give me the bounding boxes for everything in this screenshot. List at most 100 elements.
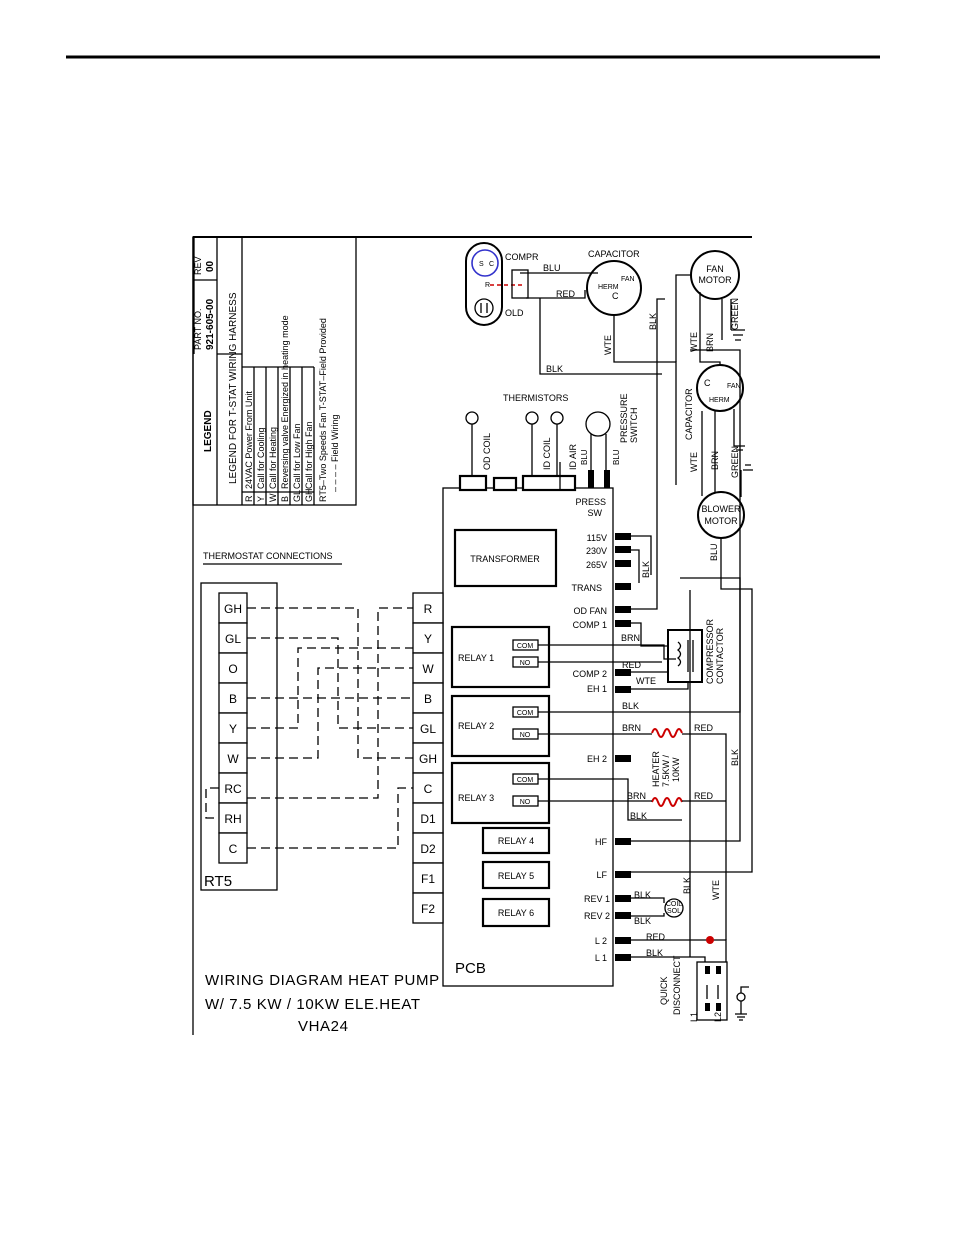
field-wiring <box>247 607 413 849</box>
svg-text:265V: 265V <box>586 560 607 570</box>
compressor-terminal-circle <box>471 249 499 277</box>
pressure-switch: PRESSURE SWITCH BLU BLU <box>580 393 639 470</box>
fan-motor: FAN MOTOR <box>690 250 740 300</box>
quick-disconnect: QUICK DISCONNECT L1 L2 <box>659 955 749 1022</box>
pcb-terminal-w: W <box>422 662 434 676</box>
unit-wiring <box>520 272 753 962</box>
svg-text:PRESS: PRESS <box>575 497 606 507</box>
caption: WIRING DIAGRAM HEAT PUMP W/ 7.5 KW / 10K… <box>205 972 439 1035</box>
legend-desc-gl: Call for Low Fan <box>292 423 302 489</box>
heater-2 <box>651 797 683 807</box>
legend-title: LEGEND <box>203 410 214 452</box>
caption-line-2: W/ 7.5 KW / 10KW ELE.HEAT <box>205 996 421 1013</box>
svg-text:BLK: BLK <box>730 749 740 766</box>
svg-text:WTE: WTE <box>603 335 613 355</box>
svg-text:RELAY 4: RELAY 4 <box>498 836 534 846</box>
svg-text:BLK: BLK <box>648 313 658 330</box>
relay-2: RELAY 2 COM NO <box>450 694 551 758</box>
svg-text:RED: RED <box>694 723 714 733</box>
tstat-terminal-y: Y <box>229 722 237 736</box>
svg-text:L1: L1 <box>689 1012 699 1022</box>
svg-text:BRN: BRN <box>621 633 640 643</box>
thermostat-model: RT5 <box>204 873 232 890</box>
svg-text:BLU: BLU <box>543 263 561 273</box>
svg-text:DISCONNECT: DISCONNECT <box>672 955 682 1015</box>
svg-text:RELAY 1: RELAY 1 <box>458 653 494 663</box>
heater-1 <box>651 728 683 738</box>
svg-text:R: R <box>485 282 490 289</box>
pcb-terminal-c: C <box>424 782 433 796</box>
svg-text:RED: RED <box>694 791 714 801</box>
legend-note-rt5: RT5–Two Speeds Fan T-STAT–Field Provided <box>318 318 328 502</box>
svg-text:FAN: FAN <box>727 383 741 390</box>
svg-text:HERM: HERM <box>598 284 619 291</box>
junction-dot <box>706 936 714 944</box>
id-air-label: ID AIR <box>568 443 578 470</box>
svg-text:115V: 115V <box>587 533 607 543</box>
svg-text:THERMISTORS: THERMISTORS <box>503 393 568 403</box>
tstat-terminal-o: O <box>228 662 237 676</box>
heater-label-3: 10KW <box>671 757 681 782</box>
pcb: PCB R Y W B GL GH C D1 D2 F1 F2 <box>412 470 631 987</box>
relay-1: RELAY 1 COM NO <box>450 625 551 689</box>
svg-text:EH 2: EH 2 <box>587 754 607 764</box>
heater-label-2: 7.5KW / <box>661 754 671 787</box>
svg-text:BRN: BRN <box>627 791 646 801</box>
svg-text:RELAY 6: RELAY 6 <box>498 908 534 918</box>
legend-code-w: W <box>268 493 278 502</box>
svg-text:PRESSURE: PRESSURE <box>619 393 629 443</box>
svg-text:FAN: FAN <box>621 276 635 283</box>
compressor-capacitor: CAPACITOR HERM FAN C <box>586 249 642 316</box>
svg-text:BLK: BLK <box>630 811 647 821</box>
svg-text:OD FAN: OD FAN <box>573 606 607 616</box>
svg-text:L 1: L 1 <box>595 953 607 963</box>
svg-text:BLK: BLK <box>622 701 639 711</box>
tstat-terminal-gl: GL <box>225 632 241 646</box>
caption-line-3: VHA24 <box>298 1018 349 1035</box>
tstat-terminal-c: C <box>229 842 238 856</box>
svg-text:C: C <box>612 291 619 301</box>
legend-subtitle: LEGEND FOR T-STAT WIRING HARNESS <box>228 292 239 484</box>
svg-text:LF: LF <box>596 870 607 880</box>
pcb-right-labels: PRESS SW 115V 230V 265V TRANS OD FAN COM… <box>571 497 610 963</box>
reversing-valve-coil: COIL SOL <box>664 898 684 918</box>
svg-text:MOTOR: MOTOR <box>698 275 732 285</box>
compr-label: COMPR <box>505 252 539 262</box>
svg-text:CAPACITOR: CAPACITOR <box>588 249 640 259</box>
svg-text:RED: RED <box>556 289 576 299</box>
svg-text:SW: SW <box>588 508 603 518</box>
legend-desc-r: 24VAC Power From Unit <box>244 391 254 489</box>
legend: LEGEND LEGEND FOR T-STAT WIRING HARNESS … <box>192 236 357 506</box>
pcb-label: PCB <box>455 960 486 977</box>
thermostat-terminals: GH GL O B Y W RC RH C <box>218 592 248 864</box>
svg-text:NO: NO <box>520 660 531 667</box>
svg-text:TRANS: TRANS <box>571 583 602 593</box>
svg-text:COMP 1: COMP 1 <box>573 620 607 630</box>
legend-code-gl: GL <box>292 490 302 502</box>
thermistors: THERMISTORS OD COIL ID COIL ID AIR <box>465 393 578 476</box>
compressor-contactor: COMPRESSOR CONTACTOR <box>667 618 725 684</box>
od-coil-connector <box>458 474 488 492</box>
wire-labels: BLU RED BLK WTE BLK WTE BRN GREEN WTE BR… <box>543 263 740 958</box>
olp-label: OLD <box>505 308 524 318</box>
legend-code-y: Y <box>256 496 266 502</box>
pcb-terminal-d2: D2 <box>420 842 436 856</box>
svg-text:BLK: BLK <box>682 877 692 894</box>
pcb-terminal-y: Y <box>424 632 432 646</box>
svg-text:COM: COM <box>517 777 534 784</box>
part-no: 921-605-00 <box>205 298 216 350</box>
part-no-label: PART NO. <box>193 308 203 350</box>
spare-connector <box>492 476 518 492</box>
transformer-label: TRANSFORMER <box>470 554 540 564</box>
svg-text:COM: COM <box>517 643 534 650</box>
relay-6: RELAY 6 <box>481 897 551 928</box>
relay-5: RELAY 5 <box>481 860 551 890</box>
svg-text:BLK: BLK <box>634 890 651 900</box>
svg-text:REV 1: REV 1 <box>584 894 610 904</box>
blower-motor: BLOWER MOTOR <box>697 491 745 539</box>
svg-text:C: C <box>704 378 711 388</box>
svg-text:SOL: SOL <box>667 908 681 915</box>
pcb-terminal-b: B <box>424 692 432 706</box>
svg-text:BLU: BLU <box>580 449 589 465</box>
